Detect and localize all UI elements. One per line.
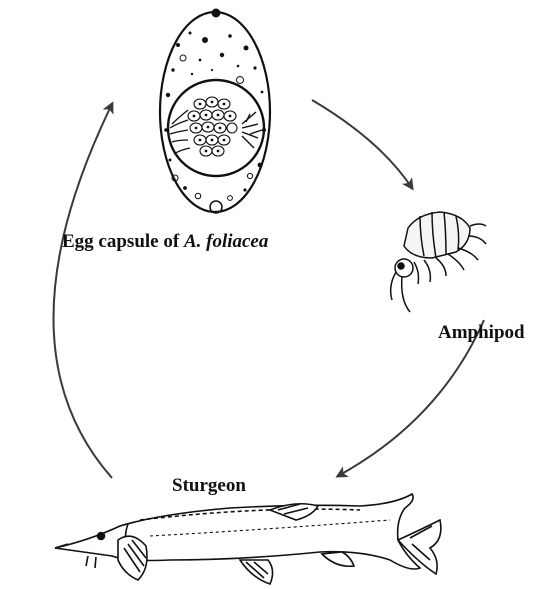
egg-capsule-label: Egg capsule of A. foliacea [62, 232, 268, 251]
arrow-sturgeon-to-egg [54, 104, 113, 478]
arrow-amphipod-to-sturgeon [338, 320, 484, 476]
amphipod-illustration [391, 212, 486, 312]
egg-capsule-label-prefix: Egg capsule of [62, 231, 179, 252]
egg-capsule-label-species: A. foliacea [184, 231, 268, 252]
arrow-egg-to-amphipod [312, 100, 412, 188]
amphipod-label-text: Amphipod [438, 322, 525, 343]
sturgeon-label-text: Sturgeon [172, 475, 246, 496]
egg-capsule-illustration [160, 9, 270, 213]
amphipod-label: Amphipod [438, 323, 525, 342]
sturgeon-illustration [55, 494, 441, 584]
sturgeon-label: Sturgeon [172, 476, 246, 495]
